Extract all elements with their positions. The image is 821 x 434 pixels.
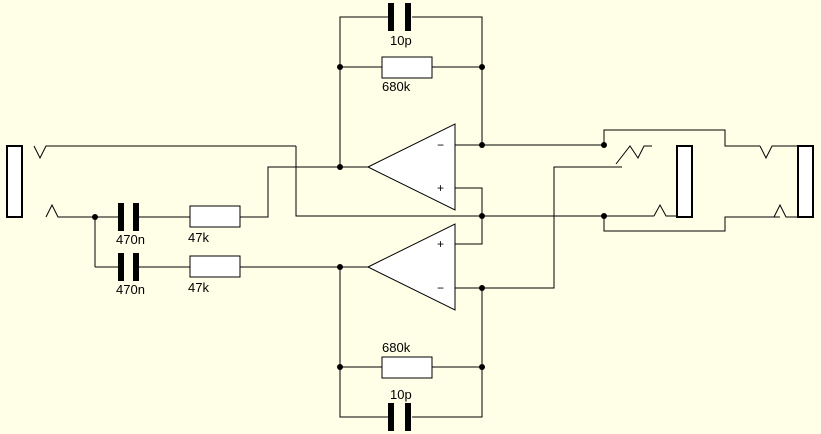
opamp-lower-plus-label: + <box>437 237 444 251</box>
junction-dots <box>92 64 607 370</box>
cap-top-label: 10p <box>390 33 412 48</box>
cap-in-1-label: 470n <box>116 232 145 247</box>
resistor-47k-lower <box>189 255 340 278</box>
res-bottom-label: 680k <box>382 340 411 355</box>
output-jack-2 <box>759 145 814 218</box>
input-jack <box>6 145 296 218</box>
res-in-2-label: 47k <box>188 280 209 295</box>
input-network <box>94 216 118 268</box>
res-in-1-label: 47k <box>188 230 209 245</box>
capacitor-470n-lower <box>118 253 190 281</box>
opamp-upper <box>340 123 483 216</box>
opamp-lower <box>340 216 483 311</box>
cap-in-2-label: 470n <box>116 282 145 297</box>
cap-bottom-label: 10p <box>390 387 412 402</box>
feedback-top <box>339 16 483 167</box>
capacitor-10p-top <box>388 3 411 31</box>
capacitor-470n-upper <box>118 203 190 231</box>
reference-rail <box>295 146 654 217</box>
capacitor-10p-bottom <box>388 403 411 431</box>
res-top-label: 680k <box>382 79 411 94</box>
opamp-upper-plus-label: + <box>437 181 444 195</box>
opamp-lower-minus-label: − <box>437 281 444 295</box>
opamp-upper-minus-label: − <box>437 138 444 152</box>
output-jack-1 <box>615 145 693 218</box>
output-wiring <box>482 129 780 289</box>
resistor-47k-upper <box>189 166 340 228</box>
feedback-bottom <box>339 267 483 418</box>
